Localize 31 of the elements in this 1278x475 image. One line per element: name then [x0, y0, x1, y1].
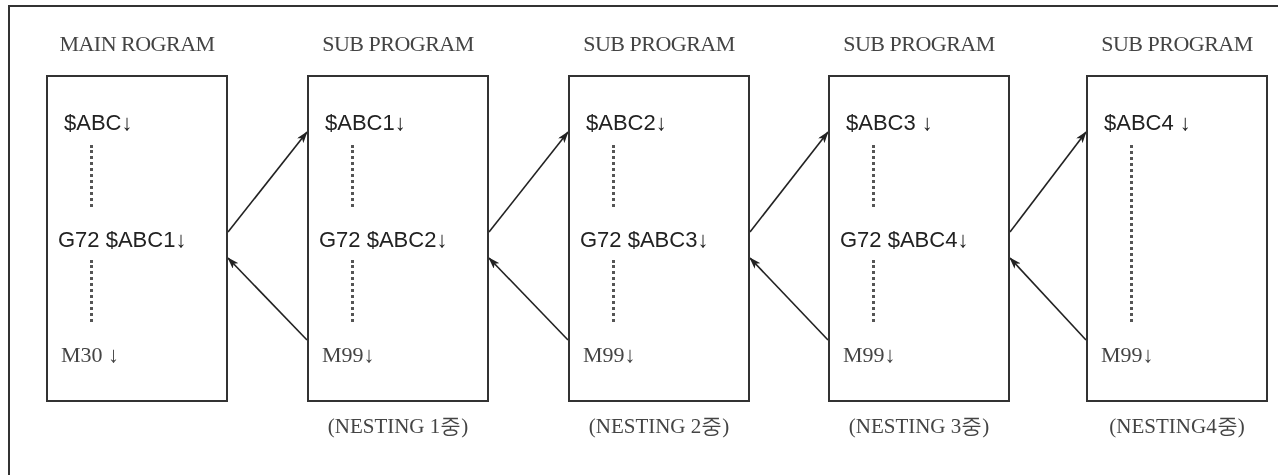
nesting-caption: (NESTING4중): [1108, 413, 1246, 440]
code-line: $ABC3 ↓: [846, 110, 933, 136]
code-line: M99↓: [583, 342, 636, 368]
heading-text: SUB PROGRAM: [842, 31, 996, 57]
code-line: M99↓: [322, 342, 375, 368]
arrow: [1009, 131, 1087, 233]
code-line: M99↓: [843, 342, 896, 368]
code-line: M99↓: [1101, 342, 1154, 368]
arrow: [749, 131, 829, 233]
code-line: $ABC1↓: [325, 110, 406, 136]
code-line: M30 ↓: [61, 342, 120, 368]
arrow: [1009, 257, 1087, 341]
code-line: G72 $ABC4↓: [840, 227, 969, 253]
nesting-caption: (NESTING 2중): [587, 413, 731, 440]
nesting-caption: (NESTING 3중): [847, 413, 991, 440]
heading-text: SUB PROGRAM: [321, 31, 475, 57]
code-line: G72 $ABC1↓: [58, 227, 187, 253]
heading-text: SUB PROGRAM: [582, 31, 736, 57]
nesting-caption: (NESTING 1중): [326, 413, 470, 440]
arrow: [227, 131, 308, 233]
heading-text: SUB PROGRAM: [1100, 31, 1254, 57]
heading-text: MAIN ROGRAM: [58, 31, 216, 57]
arrow: [749, 257, 829, 341]
code-line: $ABC4 ↓: [1104, 110, 1191, 136]
arrow: [488, 131, 569, 233]
arrow: [488, 257, 569, 341]
code-line: $ABC2↓: [586, 110, 667, 136]
code-line: G72 $ABC3↓: [580, 227, 709, 253]
arrow: [227, 257, 308, 341]
code-line: G72 $ABC2↓: [319, 227, 448, 253]
code-line: $ABC↓: [64, 110, 133, 136]
